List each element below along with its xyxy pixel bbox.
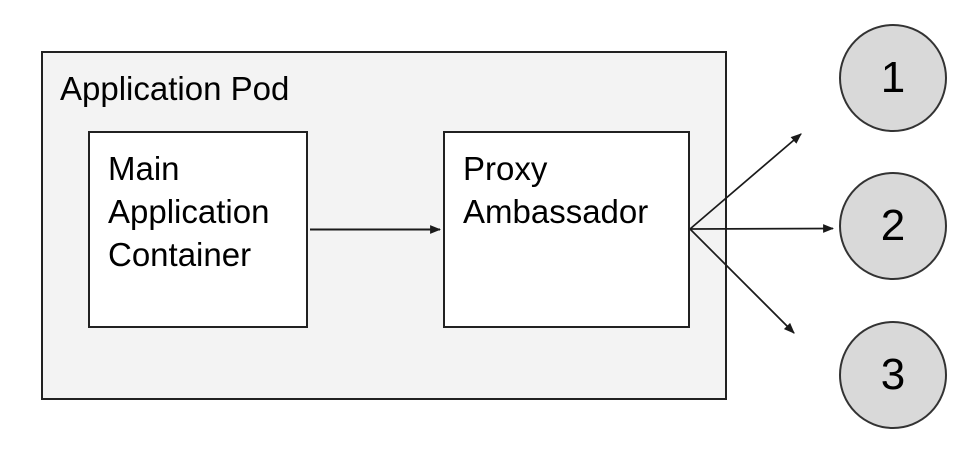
endpoint-circle-1-label: 1 bbox=[880, 53, 906, 102]
endpoint-circle-1: 1 bbox=[839, 24, 947, 132]
endpoint-circle-2-label: 2 bbox=[880, 201, 906, 250]
endpoint-circle-2: 2 bbox=[839, 172, 947, 280]
node-main-application-container-label: Main Application Container bbox=[108, 150, 270, 273]
node-proxy-ambassador: Proxy Ambassador bbox=[443, 131, 690, 328]
node-proxy-ambassador-label: Proxy Ambassador bbox=[463, 150, 649, 230]
node-main-application-container: Main Application Container bbox=[88, 131, 308, 328]
application-pod-group: Application Pod Main Application Contain… bbox=[41, 51, 727, 400]
application-pod-label: Application Pod bbox=[60, 70, 290, 107]
endpoint-circle-3: 3 bbox=[839, 321, 947, 429]
endpoint-circle-3-label: 3 bbox=[880, 350, 906, 399]
